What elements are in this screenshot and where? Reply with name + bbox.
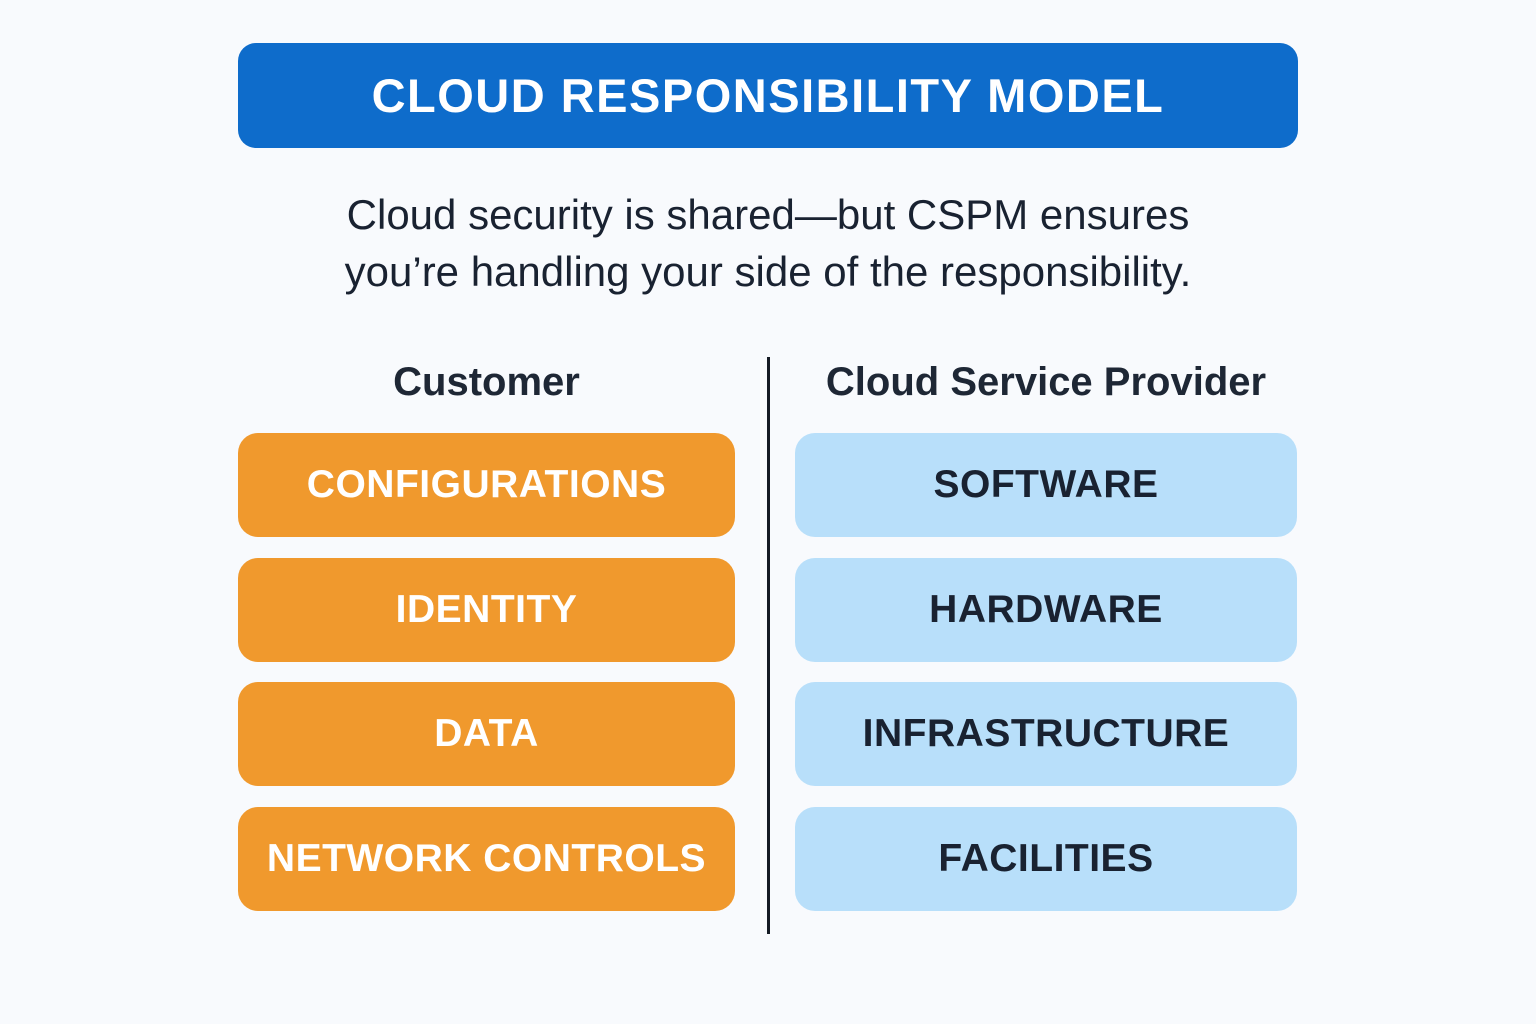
provider-item-hardware: HARDWARE (795, 558, 1297, 662)
provider-item-facilities: FACILITIES (795, 807, 1297, 911)
customer-item-data: DATA (238, 682, 735, 786)
column-divider-line (767, 357, 770, 934)
provider-column-heading: Cloud Service Provider (825, 359, 1267, 404)
subtitle: Cloud security is shared—but CSPM ensure… (0, 186, 1536, 300)
customer-item-identity: IDENTITY (238, 558, 735, 662)
header-banner: CLOUD RESPONSIBILITY MODEL (238, 43, 1298, 148)
provider-item-software: SOFTWARE (795, 433, 1297, 537)
customer-item-network-controls: NETWORK CONTROLS (238, 807, 735, 911)
subtitle-line-2: you’re handling your side of the respons… (344, 248, 1192, 295)
provider-item-infrastructure: INFRASTRUCTURE (795, 682, 1297, 786)
subtitle-line-1: Cloud security is shared—but CSPM ensure… (346, 191, 1190, 238)
customer-column-heading: Customer (393, 359, 580, 404)
customer-item-configurations: CONFIGURATIONS (238, 433, 735, 537)
page-title: CLOUD RESPONSIBILITY MODEL (371, 69, 1165, 122)
